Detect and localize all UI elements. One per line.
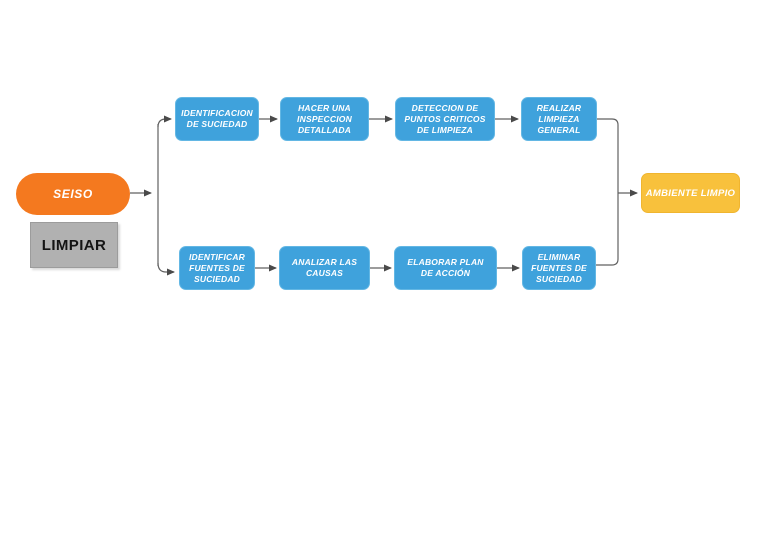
node-hacer-inspeccion-detallada: HACER UNA INSPECCION DETALLADA — [280, 97, 369, 141]
node-ambiente-limpio: AMBIENTE LIMPIO — [641, 173, 740, 213]
line-bottom-to-merge — [596, 193, 619, 266]
node-eliminar-fuentes-suciedad: ELIMINAR FUENTES DE SUCIEDAD — [522, 246, 596, 290]
node-deteccion-puntos-criticos: DETECCION DE PUNTOS CRITICOS DE LIMPIEZA — [395, 97, 495, 141]
arrow-junction-to-top — [157, 115, 172, 128]
node-identificacion-de-suciedad: IDENTIFICACION DE SUCIEDAD — [175, 97, 259, 141]
line-top-to-merge — [597, 118, 619, 193]
arrow-junction-to-bottom — [157, 262, 175, 276]
node-seiso: SEISO — [16, 173, 130, 215]
node-analizar-causas: ANALIZAR LAS CAUSAS — [279, 246, 370, 290]
node-elaborar-plan-accion: ELABORAR PLAN DE ACCIÓN — [394, 246, 497, 290]
node-realizar-limpieza-general: REALIZAR LIMPIEZA GENERAL — [521, 97, 597, 141]
node-limpiar: LIMPIAR — [30, 222, 118, 268]
node-identificar-fuentes-suciedad: IDENTIFICAR FUENTES DE SUCIEDAD — [179, 246, 255, 290]
